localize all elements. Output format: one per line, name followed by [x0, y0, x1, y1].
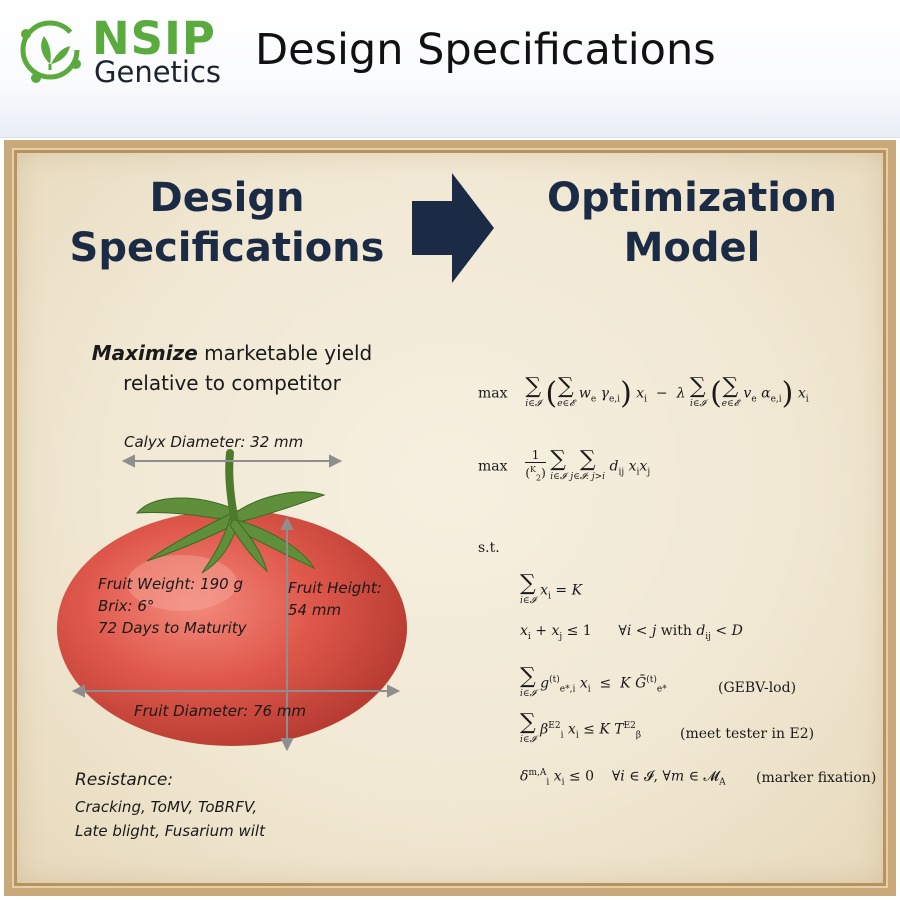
gebv-tag: (GEBV-lod)	[718, 680, 797, 696]
right-heading-line1: Optimization	[547, 175, 837, 221]
constraint-tester: ∑i∈𝓘 βE2i xi ≤ K TE2β	[520, 710, 642, 746]
logo-nsip-text: NSIP	[92, 12, 216, 65]
tomato-icon	[57, 449, 407, 752]
constraint-gebv: ∑i∈𝓘 g(t)e*,i xi ≤ K Ḡ(t)e*	[520, 664, 667, 700]
fruit-diameter-label: Fruit Diameter: 76 mm	[134, 702, 307, 720]
design-specifications-heading: Design Specifications	[52, 173, 402, 273]
max-label-2: max	[478, 458, 508, 475]
objective-equation-2: max 1(K2) ∑i∈𝓘 ∑j∈𝓘: j>i dij xixj	[478, 447, 651, 483]
constraint-diversity: xi + xj ≤ 1 ∀i < j with dij < D	[520, 623, 743, 642]
calyx-diameter-label: Calyx Diameter: 32 mm	[124, 433, 304, 451]
header-bar: NSIP Genetics Design Specifications	[0, 0, 900, 138]
maximize-line2: relative to competitor	[123, 371, 341, 395]
maximize-rest: marketable yield	[197, 341, 373, 365]
constraint-marker: δm,Ai xi ≤ 0 ∀i ∈ 𝓘, ∀m ∈ 𝓜A	[520, 768, 726, 788]
subject-to-label: s.t.	[478, 540, 500, 556]
logo-genetics-text: Genetics	[94, 55, 222, 89]
resistance-line-1: Cracking, ToMV, ToBRFV,	[75, 798, 258, 816]
fruit-height-label-2: 54 mm	[288, 601, 342, 619]
optimization-model-heading: Optimization Model	[522, 173, 862, 273]
fruit-weight-label: Fruit Weight: 190 g	[98, 575, 243, 593]
resistance-line-2: Late blight, Fusarium wilt	[75, 822, 265, 840]
nsip-logo: NSIP Genetics	[14, 12, 264, 89]
objective-equation-1: max ∑i∈𝓘 (∑e∈𝓔 we γe,i) xi − λ ∑i∈𝓘 (∑e∈…	[478, 374, 809, 412]
tester-tag: (meet tester in E2)	[680, 726, 815, 742]
right-heading-line2: Model	[623, 225, 761, 271]
fruit-height-label-1: Fruit Height:	[288, 579, 382, 597]
left-heading-line1: Design	[149, 175, 305, 221]
max-label-1: max	[478, 385, 508, 402]
right-arrow-icon	[412, 173, 494, 283]
parchment-panel: Design Specifications Optimization Model…	[4, 140, 896, 896]
tomato-illustration: Calyx Diameter: 32 mm Fruit Weight: 190 …	[52, 433, 412, 753]
brix-label: Brix: 6°	[98, 597, 155, 615]
marker-tag: (marker fixation)	[756, 770, 877, 786]
days-to-maturity-label: 72 Days to Maturity	[98, 619, 247, 637]
resistance-title: Resistance:	[75, 770, 174, 790]
leaf-circle-icon	[20, 20, 81, 83]
objective-statement: Maximize marketable yield relative to co…	[52, 338, 412, 398]
page-title: Design Specifications	[255, 25, 716, 75]
maximize-keyword: Maximize	[91, 341, 198, 365]
constraint-cardinality: ∑i∈𝓘 xi = K	[520, 571, 583, 607]
left-heading-line2: Specifications	[69, 225, 385, 271]
